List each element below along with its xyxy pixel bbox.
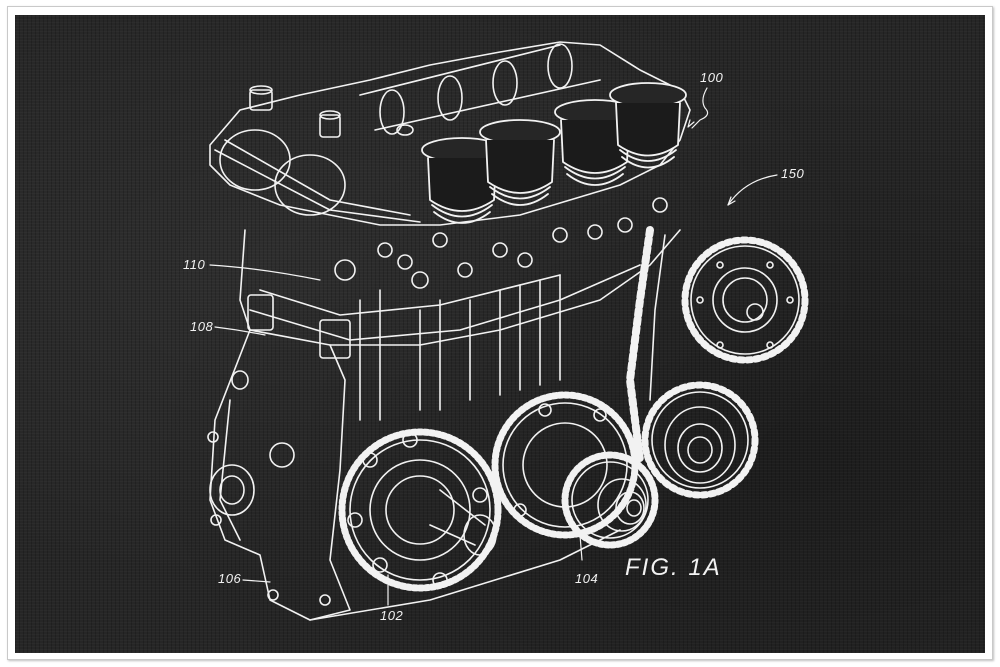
output-gear	[561, 451, 659, 549]
reference-label-102: 102	[380, 608, 404, 623]
idler-gear	[641, 381, 759, 499]
engine-block	[207, 197, 681, 621]
reference-label-108: 108	[190, 319, 214, 334]
gear-train	[626, 226, 666, 464]
reference-label-104: 104	[575, 571, 599, 586]
leader-lines	[209, 87, 778, 606]
valve-cover	[209, 41, 691, 226]
reference-label-110: 110	[183, 257, 206, 272]
reference-label-100: 100	[700, 70, 724, 85]
reference-label-106: 106	[218, 571, 242, 586]
crank-gear	[338, 428, 502, 592]
cam-gear	[681, 236, 809, 364]
figure-caption: FIG. 1A	[625, 554, 722, 581]
reference-label-150: 150	[781, 166, 805, 181]
intake-trumpets	[421, 82, 687, 224]
